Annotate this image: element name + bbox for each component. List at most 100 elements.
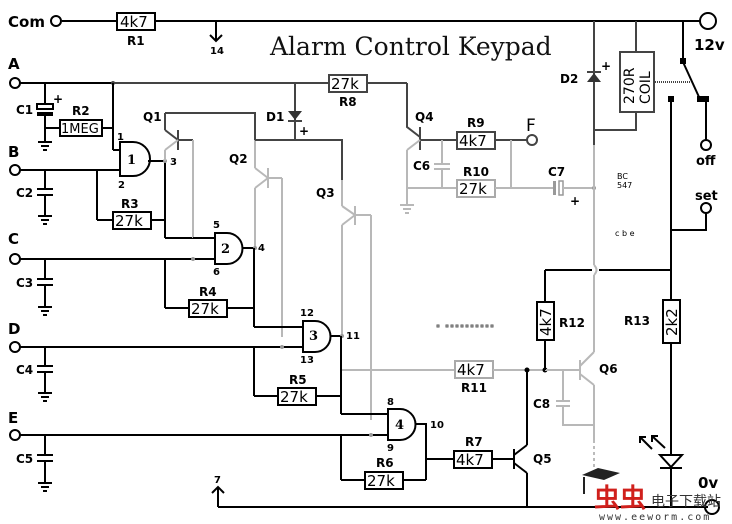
diode-d2: D2 + xyxy=(560,21,611,145)
r12-label: R12 xyxy=(559,316,585,330)
svg-text:+: + xyxy=(299,124,309,138)
ground-icon xyxy=(38,306,52,316)
diagram-title: Alarm Control Keypad xyxy=(269,32,552,61)
c-label: C xyxy=(8,230,19,248)
q6-label: Q6 xyxy=(599,362,618,376)
svg-text:12: 12 xyxy=(300,308,314,319)
relay-switch: off xyxy=(668,21,716,507)
input-c: C C3 27k R4 xyxy=(8,230,254,318)
v12-terminal[interactable] xyxy=(699,12,717,30)
c7-label: C7 xyxy=(548,165,565,179)
ground-icon xyxy=(400,204,414,214)
svg-text:COIL: COIL xyxy=(638,71,654,104)
led-icon xyxy=(639,343,685,507)
svg-text:1: 1 xyxy=(117,132,124,143)
a-terminal[interactable] xyxy=(9,77,21,89)
r2-label: R2 xyxy=(72,104,90,118)
transistor-type-line1: BC xyxy=(617,172,628,181)
c6-label: C6 xyxy=(413,159,430,173)
c3-label: C3 xyxy=(16,276,33,290)
and-gate-3: 3 12 13 11 xyxy=(300,308,360,366)
q4-label: Q4 xyxy=(415,110,434,124)
svg-text:5: 5 xyxy=(213,220,220,231)
dotted-strip xyxy=(436,324,494,328)
v0-label: 0v xyxy=(698,474,718,492)
r6-value: 27k xyxy=(367,472,395,490)
graduation-cap-icon xyxy=(582,468,620,480)
q2-label: Q2 xyxy=(229,152,248,166)
transistor-type-line2: 547 xyxy=(617,181,632,190)
f-terminal[interactable] xyxy=(526,134,538,146)
and-gate-4: 4 8 9 10 xyxy=(387,397,444,480)
r5-label: R5 xyxy=(289,373,307,387)
b-label: B xyxy=(8,143,19,161)
off-terminal[interactable] xyxy=(700,139,712,151)
r1-body xyxy=(116,12,156,31)
a-label: A xyxy=(8,55,20,73)
svg-text:3: 3 xyxy=(309,329,318,344)
c2-label: C2 xyxy=(16,186,33,200)
b-terminal[interactable] xyxy=(9,164,21,176)
r6-label: R6 xyxy=(376,456,394,470)
set-terminal[interactable] xyxy=(700,202,712,214)
r9-value: 4k7 xyxy=(459,132,487,150)
c-terminal[interactable] xyxy=(9,253,21,265)
e-terminal[interactable] xyxy=(9,429,21,441)
off-label: off xyxy=(696,154,716,169)
r9-label: R9 xyxy=(467,116,485,130)
svg-text:3: 3 xyxy=(170,157,177,168)
q1-label: Q1 xyxy=(143,110,162,124)
set-label: set xyxy=(695,189,718,204)
r7-label: R7 xyxy=(465,435,483,449)
com-label: Com xyxy=(8,13,45,31)
v0-terminal[interactable] xyxy=(704,499,720,515)
watermark: 虫虫 电子下载站 www.eeworm.com xyxy=(582,468,721,523)
svg-text:11: 11 xyxy=(346,331,360,342)
input-d: D C4 27k R5 xyxy=(8,320,341,406)
svg-text:8: 8 xyxy=(387,397,394,408)
svg-text:1: 1 xyxy=(127,153,136,168)
r10-label: R10 xyxy=(463,165,489,179)
d-label: D xyxy=(8,320,20,338)
diode-d1: D1 + xyxy=(266,83,309,140)
relay-coil: 270R COIL xyxy=(619,51,655,113)
r1-label: R1 xyxy=(127,34,145,48)
svg-text:4: 4 xyxy=(258,243,265,254)
r3-label: R3 xyxy=(121,197,139,211)
input-b: B C2 27k R3 xyxy=(8,143,165,230)
vcc-pin-label: 14 xyxy=(210,46,224,57)
r8-label: R8 xyxy=(339,95,357,109)
transistor-q5: Q5 xyxy=(513,370,552,508)
com-terminal[interactable] xyxy=(50,15,62,27)
d-terminal[interactable] xyxy=(9,341,21,353)
r2-value: 1MEG xyxy=(61,122,99,137)
svg-text:+: + xyxy=(601,59,611,73)
svg-text:2: 2 xyxy=(118,180,125,191)
transistor-q4: Q4 xyxy=(406,83,457,205)
svg-text:虫虫: 虫虫 xyxy=(594,484,646,514)
transistor-q3: Q3 xyxy=(316,180,372,420)
r1-value: 4k7 xyxy=(120,13,148,31)
c8-label: C8 xyxy=(533,397,550,411)
f-label: F xyxy=(526,116,536,136)
svg-text:9: 9 xyxy=(387,443,394,454)
svg-text:2: 2 xyxy=(221,242,230,257)
r7-value: 4k7 xyxy=(456,451,484,469)
r8-body xyxy=(328,74,368,93)
r5-value: 27k xyxy=(280,388,308,406)
ground-icon xyxy=(38,215,52,225)
r8-value: 27k xyxy=(331,75,359,93)
input-a: A + C1 1MEG R2 xyxy=(8,55,407,151)
pinout-note: c b e xyxy=(615,229,635,238)
svg-text:270R: 270R xyxy=(622,67,638,104)
c5-label: C5 xyxy=(16,452,33,466)
r3-value: 27k xyxy=(115,212,143,230)
c1-label: C1 xyxy=(16,103,33,117)
transistor-q1: Q1 xyxy=(143,110,256,238)
ground-icon xyxy=(38,392,52,402)
ground-icon xyxy=(38,141,52,151)
svg-text:电子下载站: 电子下载站 xyxy=(651,494,721,510)
gnd-pin-label: 7 xyxy=(214,475,221,486)
transistor-q6: Q6 xyxy=(579,351,618,440)
